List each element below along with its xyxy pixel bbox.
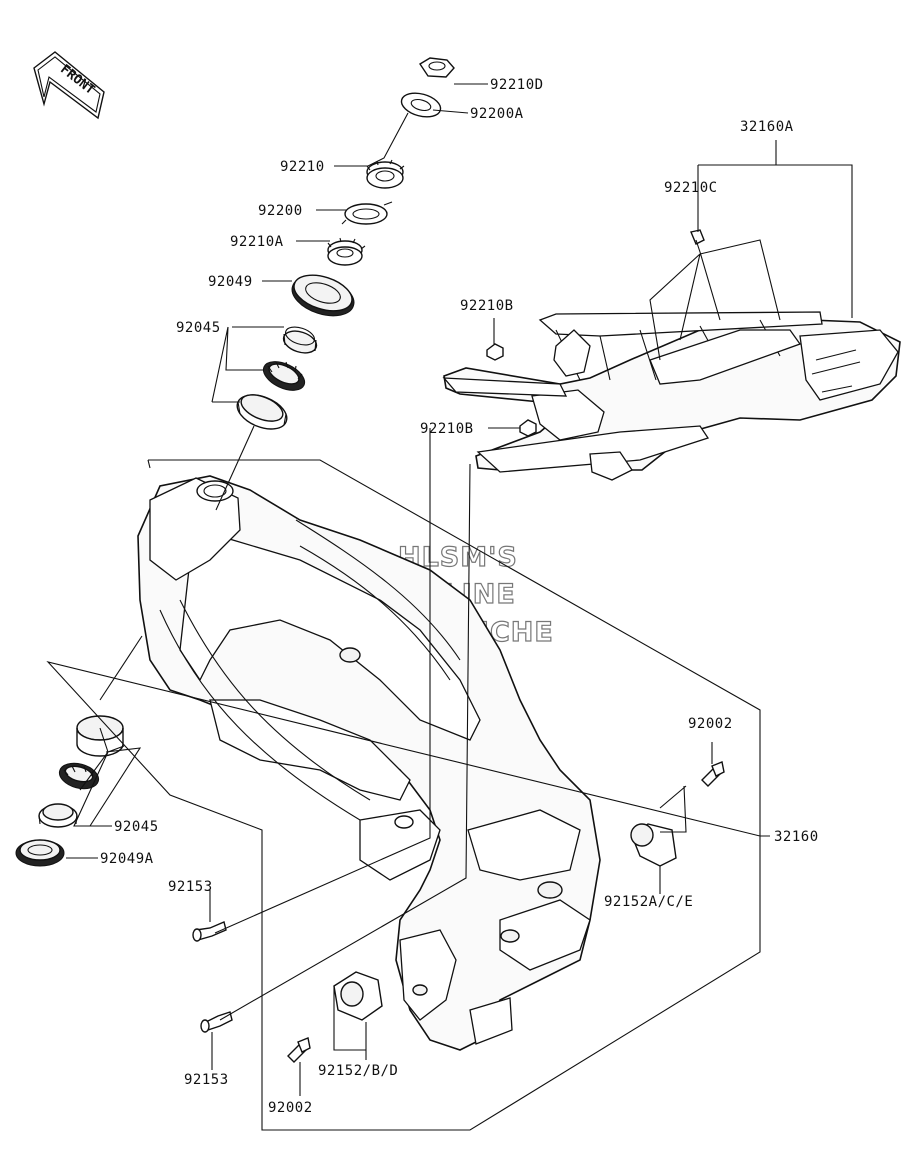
label-92210B-top: 92210B <box>460 298 514 314</box>
part-labels: 92210D 92200A 92210 92200 92210A 92049 9… <box>100 77 819 1116</box>
rear-subframe-32160A <box>442 229 901 481</box>
label-92210A: 92210A <box>230 234 284 250</box>
seal-92049 <box>291 274 355 317</box>
nut-92210B-2 <box>519 419 537 437</box>
label-92210C: 92210C <box>664 180 718 196</box>
nut-92210B-1 <box>486 343 504 361</box>
label-92045-top: 92045 <box>176 320 221 336</box>
steering-stem-parts <box>236 57 455 430</box>
label-32160A: 32160A <box>740 119 794 135</box>
bearing-92045-bottom <box>58 762 100 790</box>
washer-92200 <box>341 201 393 225</box>
nut-92210A <box>327 237 366 266</box>
bolt-92153-top <box>192 921 227 942</box>
lower-steering-parts <box>15 715 124 867</box>
bearing-race-92045-top <box>282 326 318 354</box>
bearing-race-92045-bottom-2 <box>38 803 78 828</box>
nut-92210D <box>419 57 455 78</box>
label-32160: 32160 <box>774 829 819 845</box>
label-92152BD: 92152/B/D <box>318 1063 398 1079</box>
label-92200A: 92200A <box>470 106 524 122</box>
bolt-92002-right <box>701 761 725 787</box>
seal-92049A <box>15 839 65 867</box>
label-92200: 92200 <box>258 203 303 219</box>
bolt-92153-bottom <box>200 1011 233 1033</box>
label-92002-right: 92002 <box>688 716 733 732</box>
washer-92200A <box>400 92 442 118</box>
engine-mount-92152ACE <box>630 823 677 867</box>
label-92049: 92049 <box>208 274 253 290</box>
bolt-92210C <box>690 229 705 253</box>
label-92153-top: 92153 <box>168 879 213 895</box>
label-92210D: 92210D <box>490 77 544 93</box>
main-frame-32160 <box>137 475 601 1051</box>
bearing-race-92045-lower <box>236 394 288 430</box>
label-92210B-lower: 92210B <box>420 421 474 437</box>
label-92045-bottom: 92045 <box>114 819 159 835</box>
label-92049A: 92049A <box>100 851 154 867</box>
engine-mount-92152BD <box>333 971 383 1021</box>
bearing-92045-top <box>262 361 306 391</box>
label-92153-bottom: 92153 <box>184 1072 229 1088</box>
label-92210: 92210 <box>280 159 325 175</box>
label-92152ACE: 92152A/C/E <box>604 894 693 910</box>
locknut-92210 <box>366 159 405 189</box>
label-92002-bottom: 92002 <box>268 1100 313 1116</box>
leader-lines <box>46 83 853 1131</box>
bolt-92002-bottom <box>287 1037 311 1063</box>
steering-head <box>196 480 234 502</box>
front-arrow-icon: FRONT <box>33 51 105 120</box>
